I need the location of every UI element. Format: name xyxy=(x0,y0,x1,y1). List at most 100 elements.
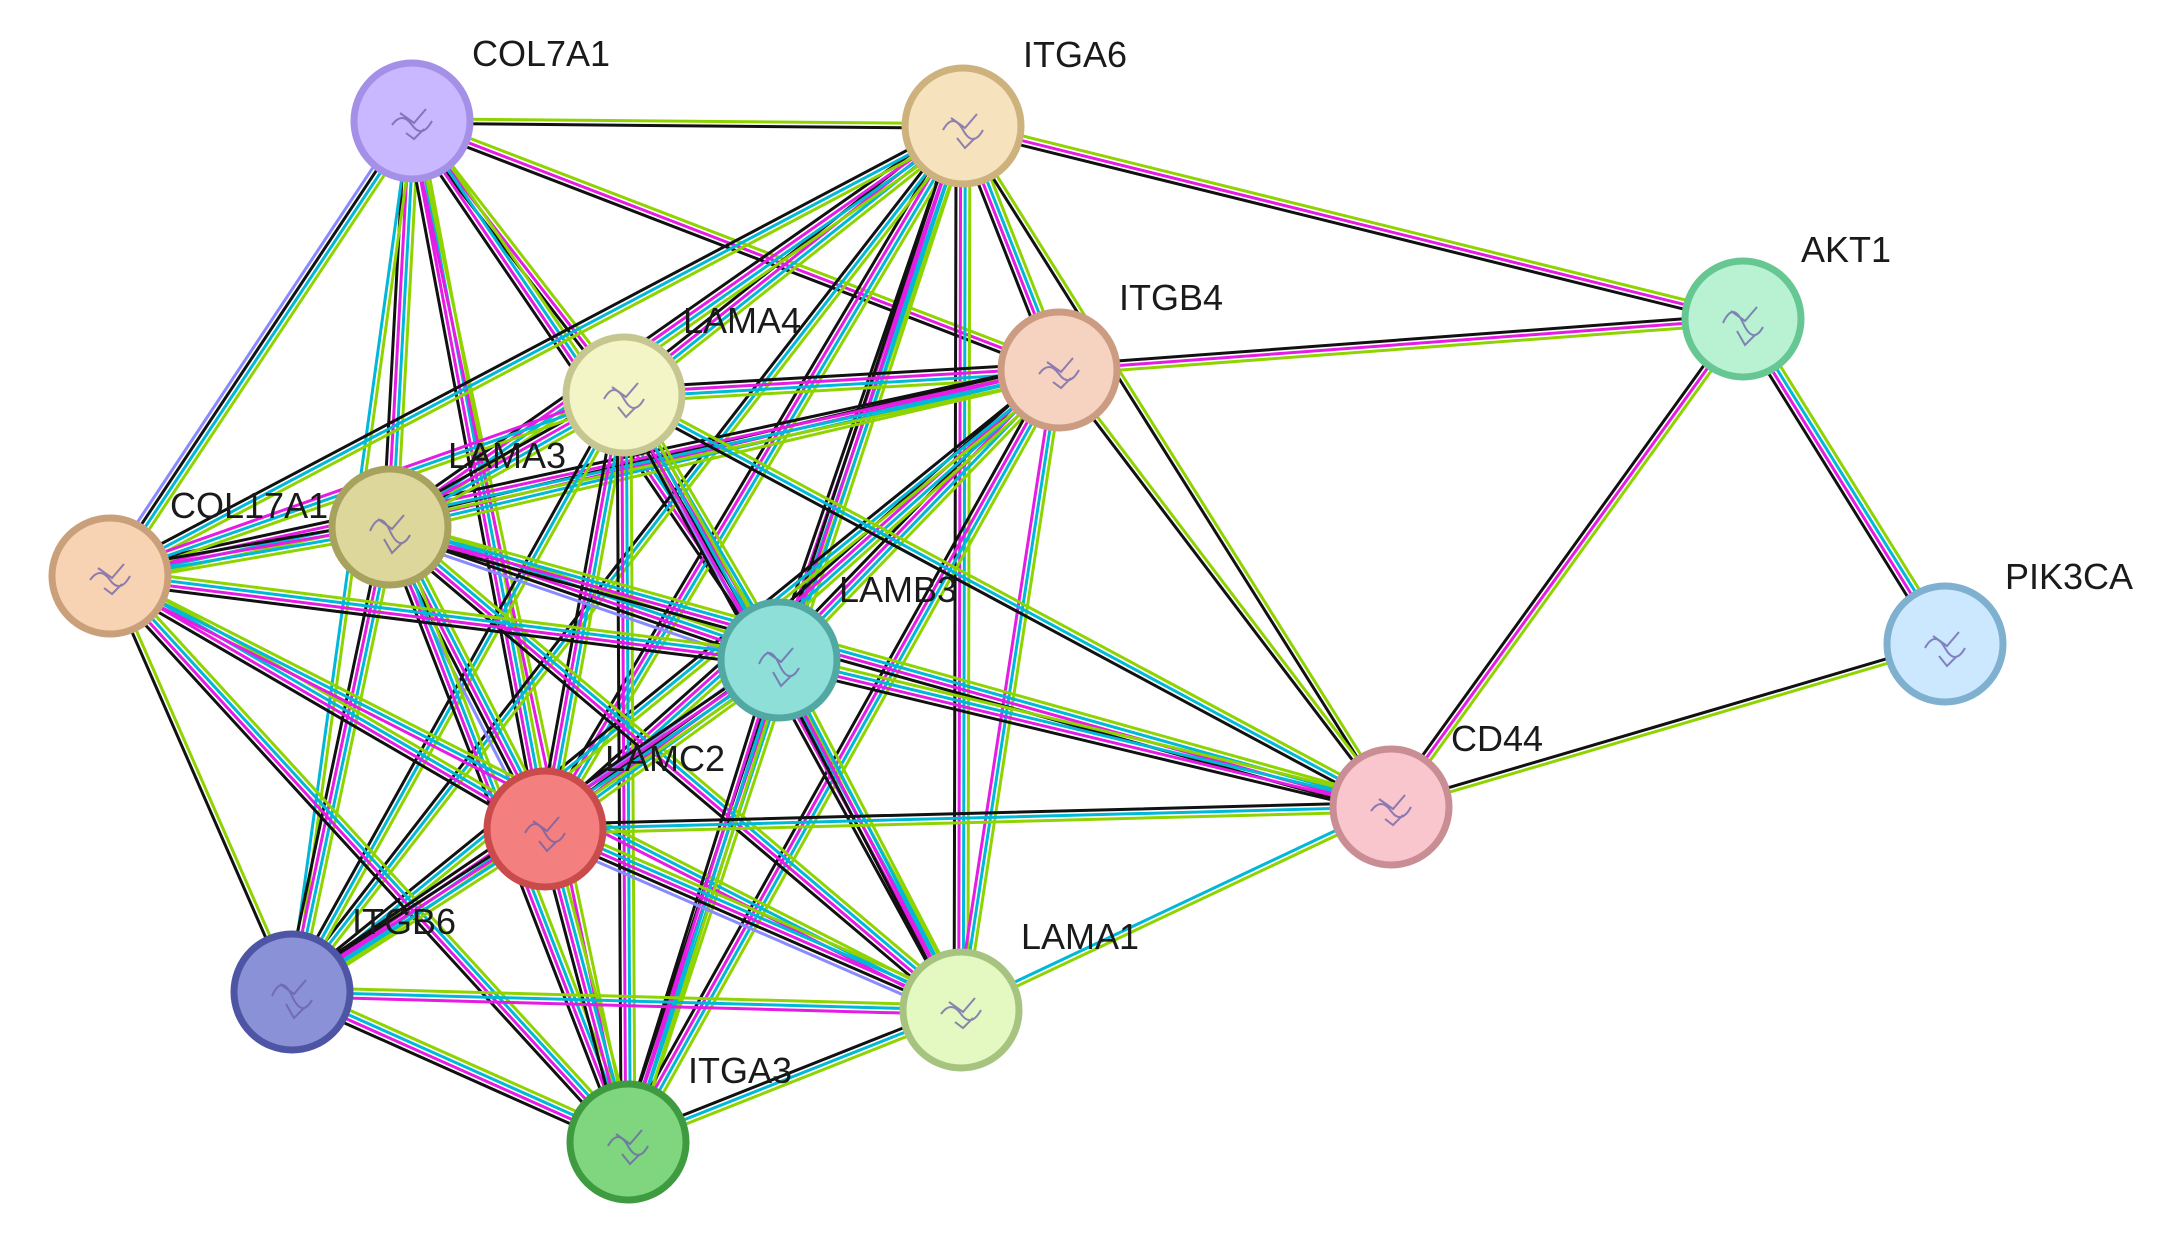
edge-strand xyxy=(547,819,967,1004)
edge-strand xyxy=(1057,317,1745,372)
protein-structure-icon xyxy=(1924,631,1966,668)
edge-strand xyxy=(106,576,628,1146)
edge-strand xyxy=(961,124,1745,321)
protein-structure-icon xyxy=(524,816,566,853)
edge-itgb4-cd44 xyxy=(1055,367,1395,810)
protein-structure-icon xyxy=(89,563,131,596)
edge-col17a1-itga3 xyxy=(103,569,635,1149)
node-pik3ca[interactable] xyxy=(1883,582,2007,706)
edge-strand xyxy=(1057,322,1745,377)
node-akt1[interactable] xyxy=(1681,257,1805,381)
edge-strand xyxy=(1055,369,1391,810)
edge-strand xyxy=(955,367,1056,1011)
edge-strand xyxy=(964,369,1065,1013)
edge-strand xyxy=(287,996,627,1150)
edge-strand xyxy=(959,125,1391,810)
edge-strand xyxy=(620,365,1055,1141)
edge-strand xyxy=(110,375,1062,585)
edge-lamc2-lama1 xyxy=(539,819,967,1020)
edge-strand xyxy=(545,125,967,832)
node-label-pik3ca: PIK3CA xyxy=(2005,556,2133,597)
node-itga3[interactable] xyxy=(566,1080,690,1204)
edge-strand xyxy=(388,525,781,662)
node-lamb3[interactable] xyxy=(717,598,841,722)
edge-itgb6-lama1 xyxy=(290,985,963,1017)
edge-strand xyxy=(290,985,963,1007)
protein-structure-icon xyxy=(603,382,645,419)
edge-itgb4-itgb6 xyxy=(287,364,1064,998)
edge-strand xyxy=(114,123,420,582)
edge-strand xyxy=(108,576,781,664)
edge-strand xyxy=(626,129,969,402)
edge-strand xyxy=(633,660,788,1146)
protein-structure-icon xyxy=(369,514,411,555)
edge-strand xyxy=(292,526,394,994)
edge-strand xyxy=(1057,312,1745,367)
node-lama4[interactable] xyxy=(562,333,686,457)
edge-strand xyxy=(293,984,633,1138)
edge-strand xyxy=(632,371,1067,1147)
edge-strand xyxy=(107,576,546,833)
edge-strand xyxy=(108,572,781,660)
edge-col17a1-itgb6 xyxy=(106,573,296,995)
edge-strand xyxy=(389,126,966,531)
edge-strand xyxy=(288,525,390,993)
edge-col7a1-itga6 xyxy=(410,117,965,130)
edge-lama3-cd44 xyxy=(386,518,1395,816)
edge-strand xyxy=(110,573,296,993)
edge-col7a1-col17a1 xyxy=(102,115,420,582)
edge-strand xyxy=(1393,320,1749,812)
edge-strand xyxy=(961,124,967,1012)
edge-strand xyxy=(112,568,550,825)
node-lama1[interactable] xyxy=(899,948,1023,1072)
node-itgb6[interactable] xyxy=(230,930,354,1054)
edge-pik3ca-cd44 xyxy=(1388,640,1948,811)
edge-strand xyxy=(962,120,1746,316)
edge-lama4-cd44 xyxy=(620,389,1395,813)
edge-strand xyxy=(110,572,632,1142)
node-lamc2[interactable] xyxy=(483,767,607,891)
node-itga6[interactable] xyxy=(901,64,1025,188)
edge-strand xyxy=(549,128,971,834)
node-col17a1[interactable] xyxy=(48,514,172,638)
edge-strand xyxy=(287,364,1058,990)
edge-cd44-lamc2 xyxy=(543,800,1393,836)
edge-lama3-lama1 xyxy=(384,520,967,1017)
node-label-cd44: CD44 xyxy=(1451,718,1543,759)
protein-structure-icon xyxy=(1038,357,1080,390)
edge-lamb3-cd44 xyxy=(775,651,1395,816)
edge-cd44-lama1 xyxy=(958,803,1394,1014)
node-label-itga3: ITGA3 xyxy=(688,1050,792,1091)
edge-itga6-lama3 xyxy=(384,118,969,535)
node-itgb4[interactable] xyxy=(997,308,1121,432)
edge-strand xyxy=(108,124,965,578)
edge-strand xyxy=(110,128,967,582)
protein-structure-icon xyxy=(271,979,313,1020)
edge-strand xyxy=(392,130,969,535)
edge-strand xyxy=(779,651,1395,802)
node-col7a1[interactable] xyxy=(350,59,474,183)
edge-itgb4-itga3 xyxy=(620,365,1067,1147)
node-cd44[interactable] xyxy=(1329,745,1453,869)
node-label-itgb6: ITGB6 xyxy=(352,901,456,942)
edge-strand xyxy=(1735,321,1941,650)
edge-strand xyxy=(385,534,778,671)
edge-strand xyxy=(393,520,967,1007)
edge-strand xyxy=(957,124,963,1012)
edge-itga6-cd44 xyxy=(959,123,1395,810)
edge-strand xyxy=(624,367,1059,1143)
edge-strand xyxy=(622,361,1061,390)
edge-strand xyxy=(1390,644,1948,811)
edge-strand xyxy=(775,665,1391,816)
protein-structure-icon xyxy=(1370,794,1412,827)
protein-structure-icon xyxy=(758,647,800,688)
protein-structure-icon xyxy=(940,997,982,1030)
edge-strand xyxy=(387,527,961,1014)
edge-strand xyxy=(110,120,416,579)
edge-akt1-cd44 xyxy=(1385,314,1749,812)
edges-layer xyxy=(102,115,1953,1150)
edge-strand xyxy=(622,366,1061,395)
node-lama3[interactable] xyxy=(328,465,452,589)
edge-strand xyxy=(543,810,1393,836)
